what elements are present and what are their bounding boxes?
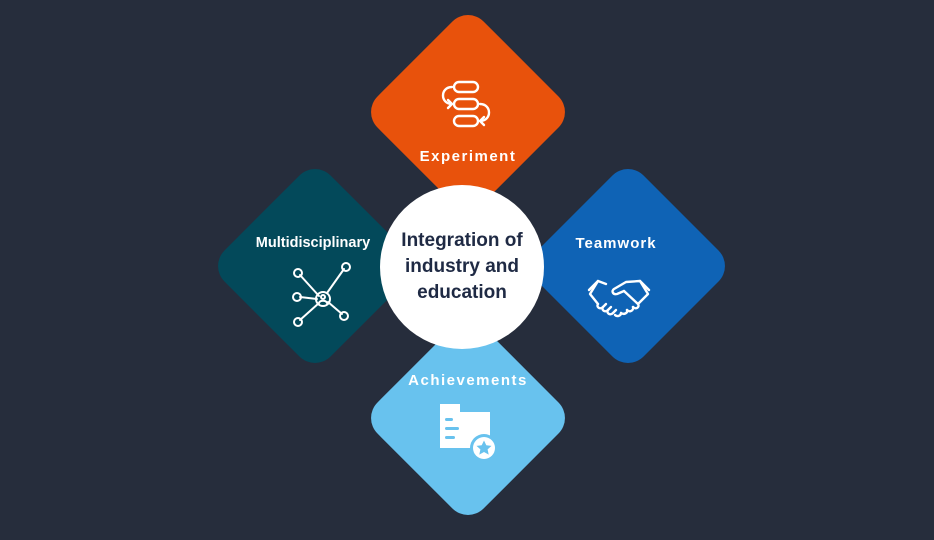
experiment-label: Experiment: [419, 148, 517, 165]
center-title-line-3: education: [417, 282, 507, 303]
folder-star-icon: [440, 404, 498, 462]
center-title-line-2: industry and: [404, 256, 519, 277]
achievements-label: Achievements: [408, 372, 528, 389]
teamwork-label: Teamwork: [575, 235, 657, 252]
center-title-line-1: Integration of: [401, 230, 523, 251]
teamwork-diamond: [521, 159, 735, 373]
cycle-flow-icon: [441, 80, 491, 128]
center-circle: Integration of industry and education: [380, 185, 544, 349]
handshake-icon: [587, 279, 651, 318]
center-title: Integration of industry and education: [387, 228, 537, 306]
multidisciplinary-label: Multidisciplinary: [255, 235, 371, 251]
network-icon: [292, 262, 351, 327]
